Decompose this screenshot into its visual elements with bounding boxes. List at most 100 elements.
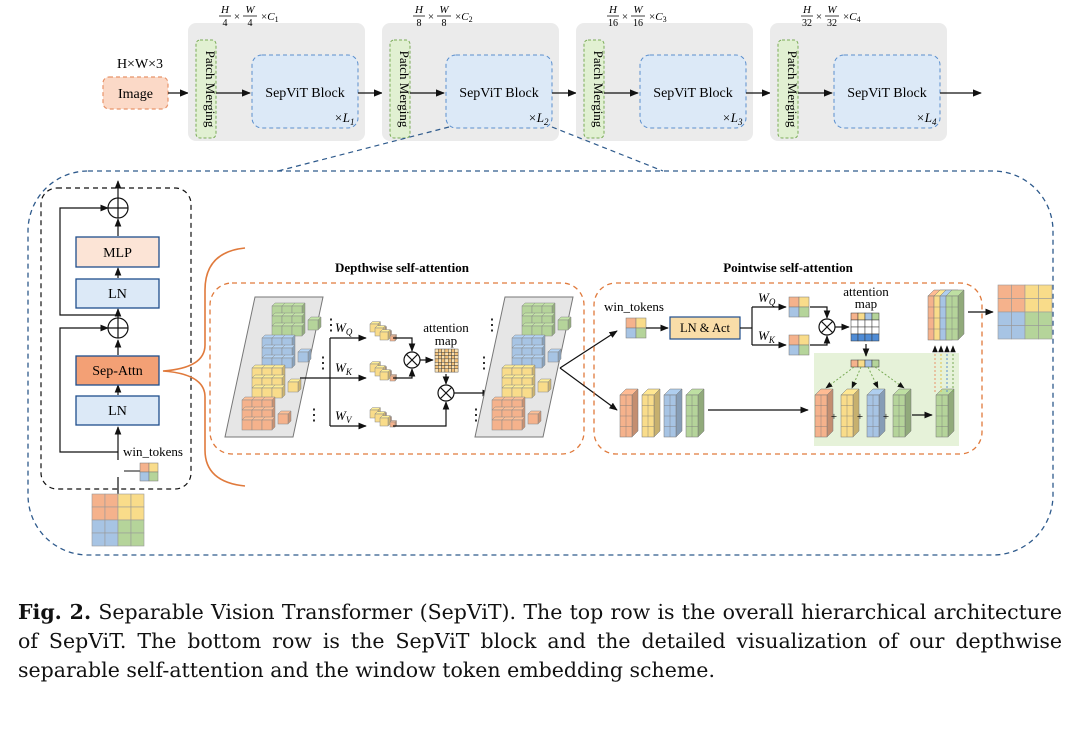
output-feature-grid <box>997 284 1053 340</box>
channel-times: × <box>843 11 849 23</box>
dw-map-cell <box>441 368 446 373</box>
pw-input-map <box>653 388 661 438</box>
pw-win-tokens-label: win_tokens <box>604 299 664 314</box>
callout-line-right <box>551 126 664 172</box>
sepvit-block-2-label: SepViT Block <box>459 86 538 101</box>
dw-query-stack <box>369 320 398 342</box>
pw-k-token-cell <box>798 344 810 356</box>
repeat-4-label: ×L4 <box>916 110 937 127</box>
dw-to-pw-tokens-arrow <box>559 330 618 369</box>
green-token-cube-front <box>557 319 569 331</box>
green-token-cube-front <box>307 319 319 331</box>
dots-4: ⋮ <box>484 317 500 334</box>
dw-attention-map <box>434 348 459 373</box>
pw-row-link <box>874 366 905 389</box>
green-cube-front <box>271 325 283 337</box>
output-cell <box>1038 284 1053 299</box>
sep-attn-box <box>75 355 160 386</box>
patch-merging-4-label: Patch Merging <box>785 51 800 128</box>
pw-attention-map <box>850 312 880 342</box>
pw-map-cell <box>864 326 873 335</box>
stack-cube-front <box>379 417 389 427</box>
dw-to-pw-features-arrow <box>559 367 618 411</box>
dw-map-cell <box>454 362 459 366</box>
pw-map-cell <box>864 333 873 342</box>
pw-input-map <box>631 388 639 438</box>
pw-feature-maps-input <box>619 388 705 438</box>
pw-q-token-cell <box>798 306 810 318</box>
block-structure: MLP LN Sep-Attn LN win_tokens <box>40 180 192 547</box>
pw-query-tokens <box>788 296 810 318</box>
pw-map-cell <box>871 326 880 335</box>
stage-3-w-num: W <box>633 4 643 16</box>
pw-feature-map-sum <box>935 388 955 438</box>
orange-cube-front <box>251 419 263 431</box>
block-token-cell <box>139 462 150 473</box>
dw-map-cell <box>448 368 452 373</box>
yellow-cube-front <box>251 387 263 399</box>
dw-map-cell <box>438 368 442 373</box>
repeat-index: 2 <box>544 117 549 127</box>
ln-bottom-label: LN <box>108 404 127 419</box>
output-cell <box>997 311 1012 326</box>
pw-win-token-grid <box>625 317 647 339</box>
pw-row-cell <box>864 359 873 368</box>
dw-map-label: map <box>435 333 457 348</box>
dw-map-cell <box>451 365 455 369</box>
output-cell <box>1038 311 1053 326</box>
dw-map-cell <box>434 355 439 360</box>
sepvit-block-3-box <box>639 54 747 129</box>
input-cell <box>104 519 119 534</box>
input-cell <box>91 493 106 508</box>
dw-key-stack <box>369 360 398 382</box>
repeat-times: × <box>916 110 925 125</box>
pw-plus-sign: + <box>883 411 889 423</box>
dw-k-to-mult <box>393 368 416 379</box>
repeat-1-label: ×L1 <box>334 110 355 127</box>
channel-symbol: C <box>849 11 857 23</box>
pw-plus-sign: + <box>857 411 863 423</box>
sepvit-block-4-box <box>833 54 941 129</box>
dw-wk-label: WK <box>335 360 353 377</box>
yellow-cube-front <box>521 387 533 399</box>
dw-map-cell <box>454 355 459 360</box>
channel-symbol: C <box>655 11 663 23</box>
stack-cube-front <box>379 371 389 381</box>
sepvit-block-1-label: SepViT Block <box>265 86 344 101</box>
dw-map-cell <box>451 355 455 360</box>
sepvit-block-1-box <box>251 54 359 129</box>
add-node-bottom <box>107 317 129 339</box>
pw-output-map <box>957 289 965 341</box>
green-cube-front <box>281 325 293 337</box>
blue-token-cube-front <box>547 351 559 363</box>
pw-token-cell <box>625 327 637 339</box>
repeat-index: 1 <box>350 117 355 127</box>
output-cell <box>1024 311 1039 326</box>
pw-map-cell <box>850 333 859 342</box>
orange-cube-front <box>261 419 273 431</box>
output-cell <box>997 325 1012 340</box>
pointwise-region <box>593 282 983 455</box>
channel-index: 3 <box>663 15 667 24</box>
stage-3-h-num: H <box>608 4 618 16</box>
repeat-index: 3 <box>737 117 743 127</box>
orange-cube-front <box>241 419 253 431</box>
pw-token-dashed-links <box>825 366 905 389</box>
pw-map-cell <box>864 312 873 321</box>
sepvit-block-4-label: SepViT Block <box>847 86 926 101</box>
residual-2 <box>59 204 118 316</box>
pointwise-title: Pointwise self-attention <box>723 260 853 275</box>
pw-row-cell <box>850 359 859 368</box>
pw-sum-signs: +++ <box>831 411 933 423</box>
dw-map-cell <box>444 362 449 366</box>
dots-5: ⋮ <box>476 355 492 372</box>
green-cube-front <box>291 325 303 337</box>
pw-q-to-mult <box>810 306 831 319</box>
patch-merging-2-box <box>389 39 411 139</box>
dots-2: ⋮ <box>315 355 331 372</box>
yellow-cube-front <box>271 387 283 399</box>
pw-attention-label: attention <box>843 284 889 299</box>
stage-2-times-1: × <box>428 11 434 23</box>
input-cell <box>130 519 145 534</box>
pw-multiply <box>818 318 836 336</box>
